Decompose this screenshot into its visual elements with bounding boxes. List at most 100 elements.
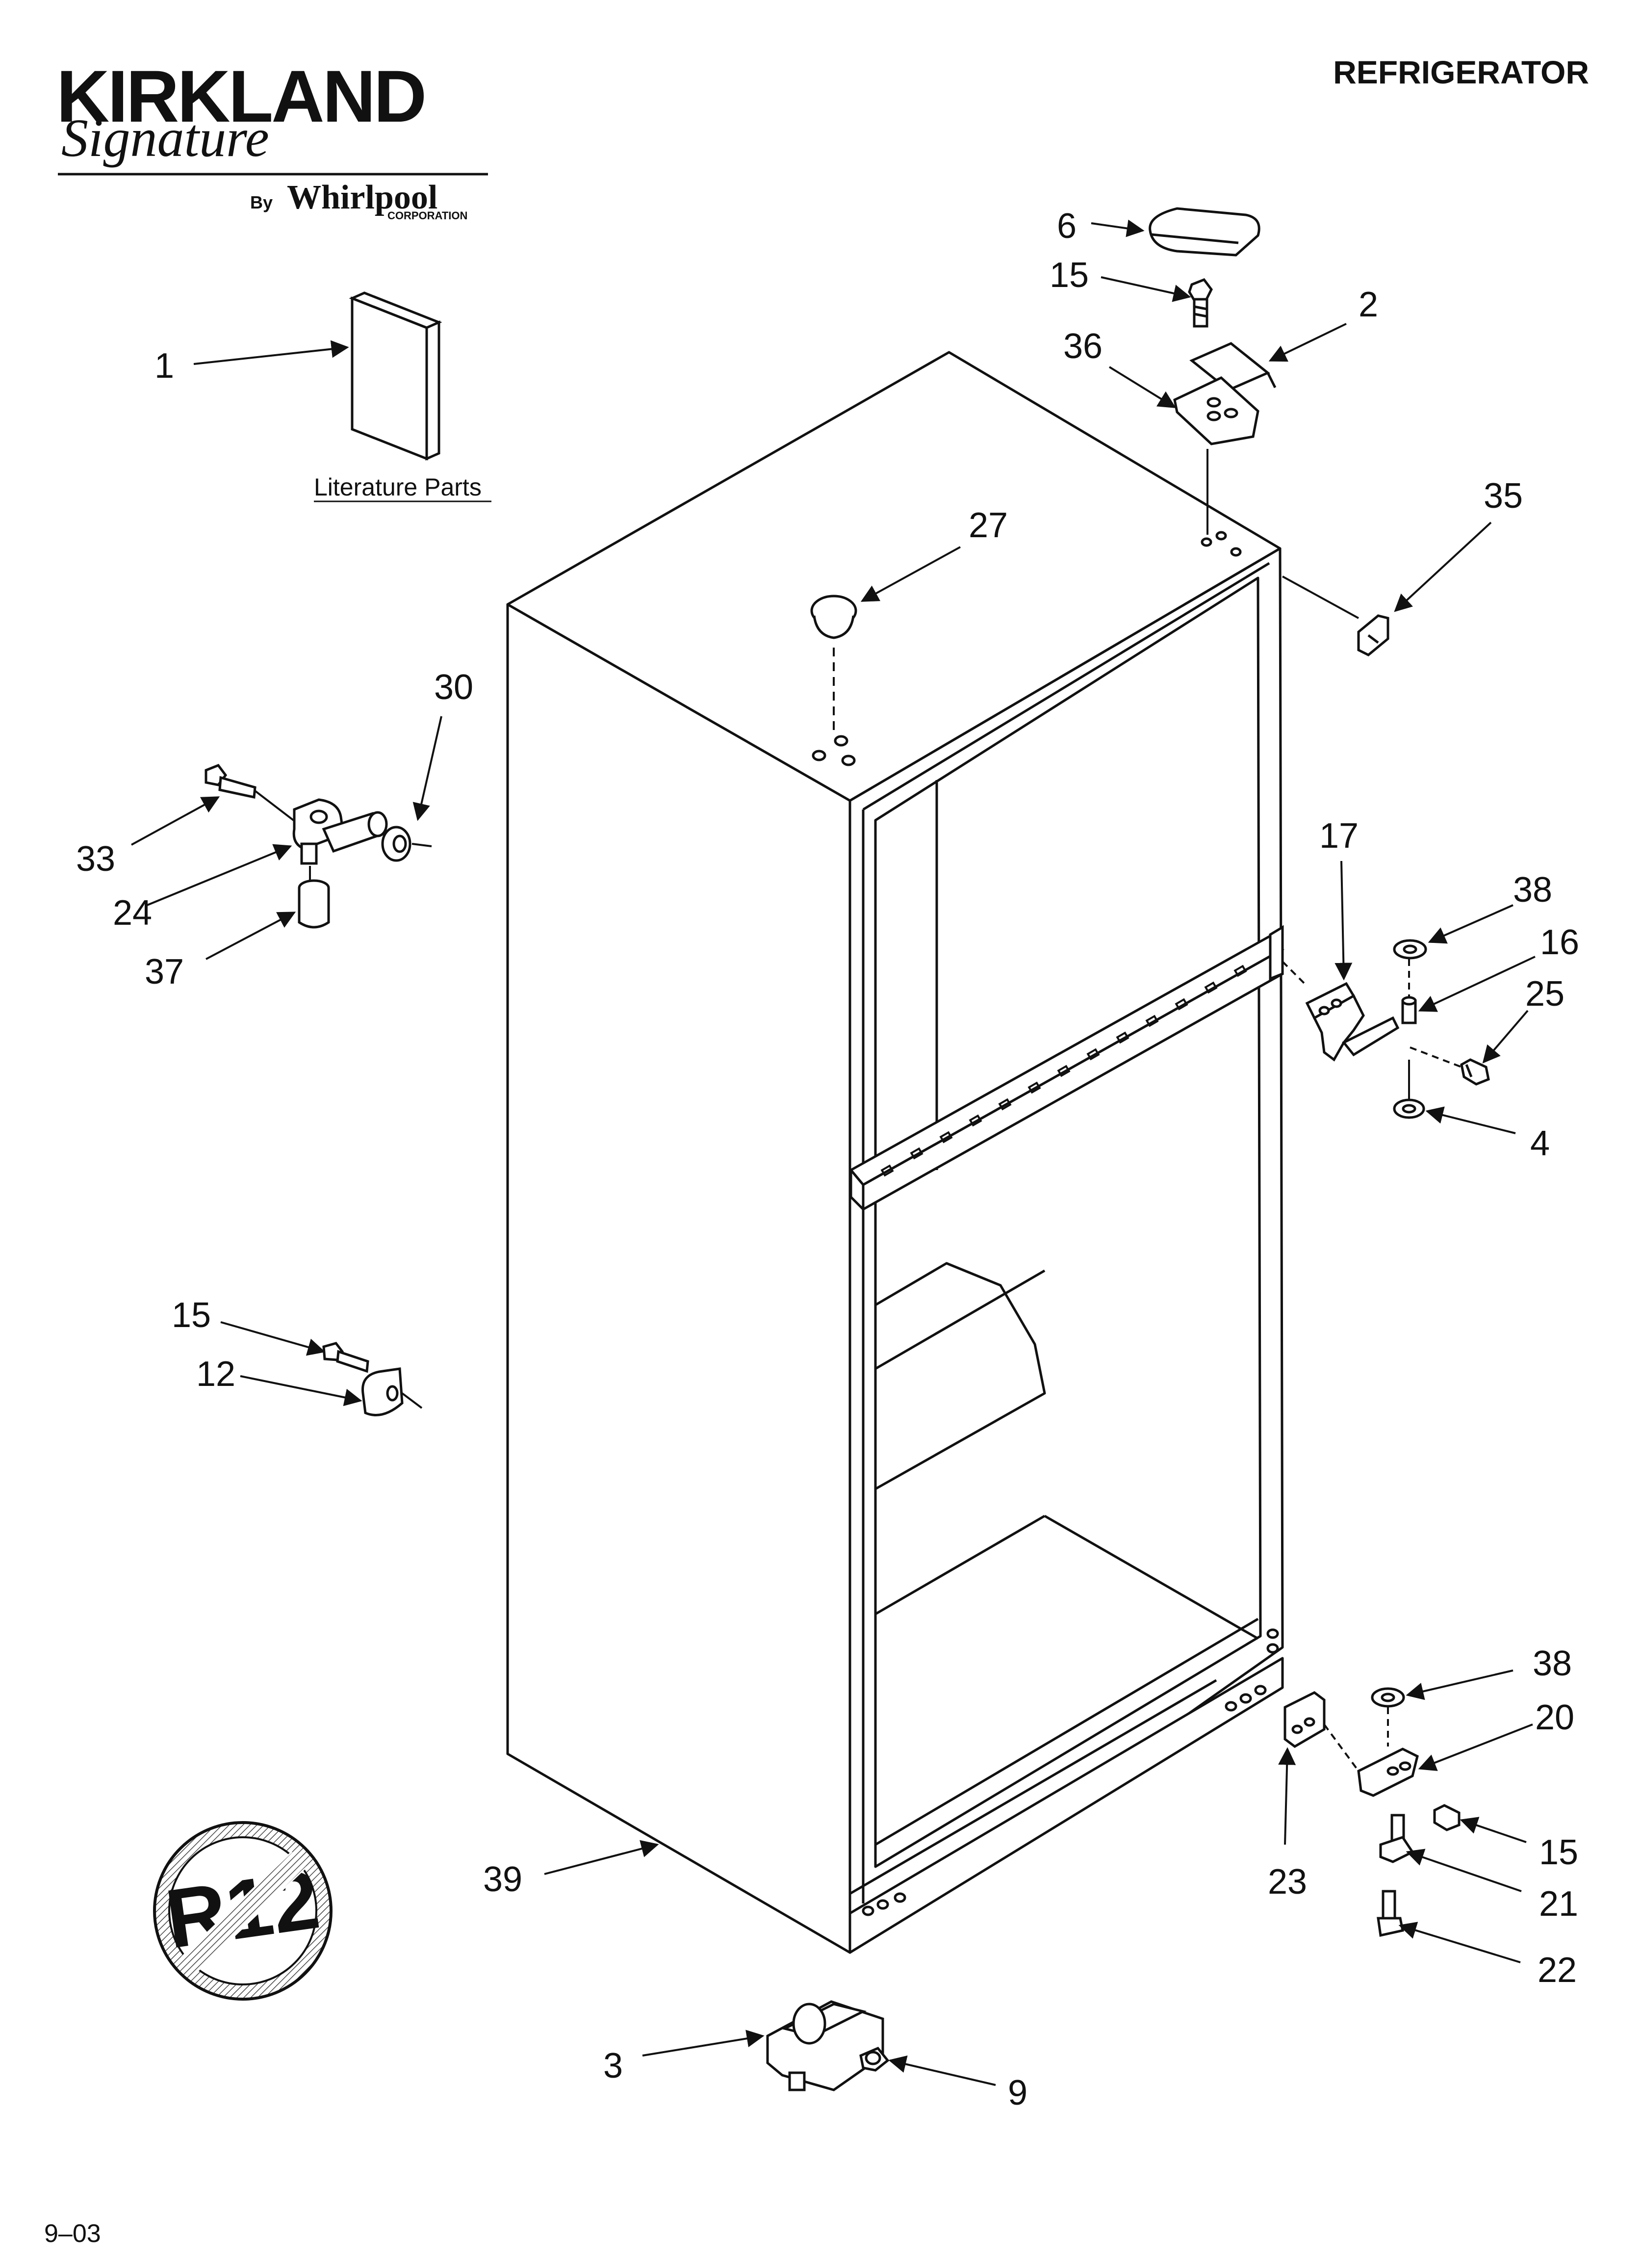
arrow-23 — [1278, 1747, 1296, 1845]
spacer-37 — [298, 879, 330, 929]
kirkland-logo: KIRKLAND Signature By Whirlpool CORPORAT… — [56, 55, 488, 222]
callout-37: 37 — [145, 952, 184, 991]
screw25-axis — [1410, 1046, 1462, 1068]
arrow-4 — [1425, 1106, 1516, 1134]
callout-22: 22 — [1538, 1951, 1577, 1990]
brand-name: KIRKLAND — [56, 55, 425, 137]
arrow-38-lower — [1406, 1669, 1514, 1700]
callout-36: 36 — [1063, 327, 1103, 366]
bottom-hinge-20 — [1357, 1747, 1419, 1797]
arrow-27 — [860, 546, 961, 602]
washer-38-lower — [1371, 1687, 1405, 1708]
hinge-pin-24 — [292, 798, 388, 865]
callout-39: 39 — [483, 1860, 522, 1899]
callout-30: 30 — [434, 668, 473, 707]
arrow-22 — [1398, 1922, 1521, 1963]
no-r12-badge: R12 — [153, 1821, 333, 2001]
clamp12-axis — [401, 1392, 423, 1409]
arrow-15-left — [220, 1321, 326, 1356]
screw-25 — [1460, 1058, 1490, 1086]
callout-38-lower: 38 — [1533, 1644, 1572, 1683]
callout-20: 20 — [1535, 1698, 1574, 1737]
callout-1: 1 — [154, 346, 174, 386]
top-hinge-screw — [1188, 278, 1213, 328]
callout-2: 2 — [1359, 285, 1378, 324]
clamp-12 — [361, 1367, 404, 1416]
callout-21: 21 — [1539, 1884, 1578, 1924]
callout-35: 35 — [1484, 476, 1523, 516]
page-title: REFRIGERATOR — [1333, 54, 1589, 90]
callout-17: 17 — [1319, 816, 1359, 856]
callout-16: 16 — [1540, 923, 1579, 962]
refrigerator-cabinet — [506, 351, 1284, 1954]
shim-23 — [1283, 1691, 1326, 1748]
screw-15-lower — [1433, 1804, 1461, 1831]
callout-15-lower: 15 — [1539, 1833, 1578, 1872]
arrow-30 — [412, 716, 442, 821]
callout-23: 23 — [1268, 1862, 1307, 1902]
callout-6: 6 — [1057, 207, 1077, 246]
literature-book — [349, 291, 442, 461]
arrow-24 — [147, 844, 292, 906]
callout-24: 24 — [113, 893, 152, 933]
callout-numbers: 1 6 15 2 36 35 27 30 33 24 37 15 12 17 3… — [76, 207, 1579, 2112]
by-label: By — [250, 192, 273, 212]
brand-script: Signature — [61, 108, 269, 168]
mullion-rail — [849, 925, 1284, 1213]
washer-4 — [1393, 1098, 1425, 1119]
arrow-20 — [1418, 1723, 1533, 1771]
arrow-38-upper — [1428, 904, 1514, 944]
roller-assembly-3 — [766, 2000, 884, 2091]
plug-button-27 — [810, 595, 857, 639]
arrow-21 — [1406, 1849, 1522, 1892]
callout-12: 12 — [196, 1355, 235, 1394]
door-stop-35 — [1357, 614, 1389, 656]
callout-27: 27 — [969, 506, 1008, 545]
arrow-6 — [1091, 219, 1145, 237]
arrow-36 — [1108, 366, 1177, 408]
callout-25: 25 — [1525, 974, 1565, 1014]
arrow-2 — [1268, 323, 1347, 362]
hinge17-axis — [1282, 961, 1308, 987]
part35-leader — [1282, 575, 1359, 619]
literature-label: Literature Parts — [314, 473, 482, 501]
callout-3: 3 — [603, 2046, 623, 2086]
arrow-1 — [193, 340, 349, 365]
arrow-35 — [1394, 521, 1492, 612]
callout-15-top: 15 — [1050, 256, 1089, 295]
top-hinge-cover — [1149, 207, 1260, 257]
pin-21 — [1379, 1814, 1414, 1863]
arrow-12 — [240, 1375, 362, 1407]
screw-33 — [205, 763, 257, 799]
callout-4: 4 — [1530, 1124, 1550, 1163]
callout-arrows — [131, 219, 1536, 2086]
arrow-25 — [1482, 1010, 1529, 1064]
arrow-9 — [888, 2055, 996, 2086]
callout-15-left: 15 — [172, 1296, 211, 1335]
arrow-17 — [1334, 860, 1353, 981]
pin-16 — [1401, 996, 1417, 1024]
callout-33: 33 — [76, 839, 115, 879]
shim23-axis — [1323, 1723, 1360, 1772]
middle-hinge-17 — [1305, 982, 1400, 1062]
maker-sub: CORPORATION — [387, 209, 467, 222]
arrow-15-lower — [1460, 1817, 1527, 1843]
maker-name: Whirlpool — [287, 179, 437, 216]
washer-30 — [381, 826, 411, 862]
footer-code: 9–03 — [44, 2219, 101, 2248]
arrow-16 — [1418, 956, 1536, 1012]
arrow-39 — [544, 1840, 659, 1875]
screw-15-left — [322, 1342, 369, 1373]
arrow-3 — [642, 2030, 765, 2057]
washer-38-upper — [1393, 939, 1427, 960]
arrow-37 — [205, 912, 296, 960]
callout-9: 9 — [1008, 2073, 1027, 2112]
screw-9 — [859, 2046, 890, 2072]
top-hinge-bracket — [1173, 342, 1277, 445]
washer30-axis — [411, 843, 432, 847]
arrow-33 — [131, 796, 220, 846]
callout-38-upper: 38 — [1513, 870, 1552, 910]
screw-22 — [1377, 1890, 1404, 1937]
